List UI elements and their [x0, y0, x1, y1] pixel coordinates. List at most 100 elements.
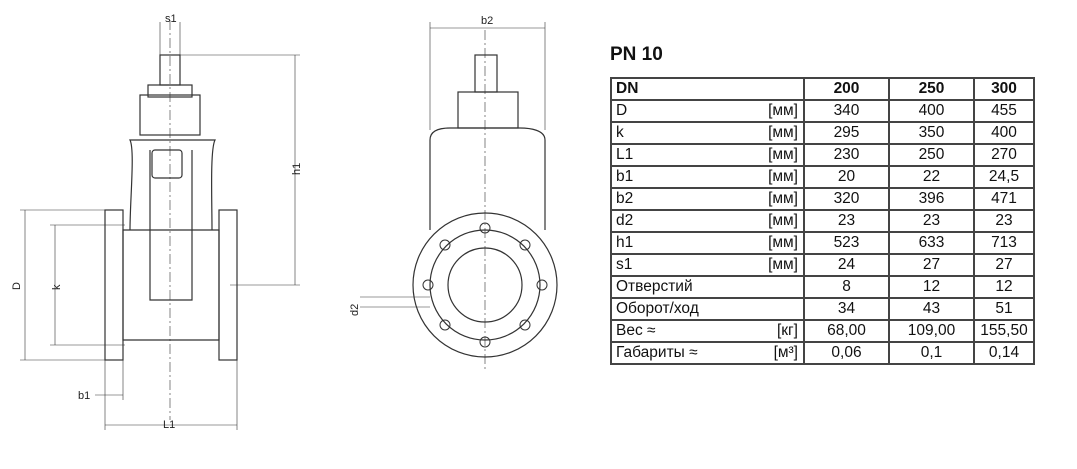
- label-d2: d2: [349, 304, 361, 316]
- label-k: k: [51, 284, 63, 290]
- value-cell: 396: [888, 187, 975, 211]
- row-label-cell: L1 [мм]: [610, 143, 805, 167]
- value-cell: 27: [973, 253, 1035, 277]
- row-label: Вес ≈: [616, 322, 656, 339]
- row-label-cell: Габариты ≈ [м³]: [610, 341, 805, 365]
- row-label-cell: d2 [мм]: [610, 209, 805, 233]
- header-dn-200: 200: [803, 77, 890, 101]
- row-label: L1: [616, 146, 634, 163]
- row-unit: [мм]: [768, 124, 798, 141]
- value-cell: 295: [803, 121, 890, 145]
- row-unit: [мм]: [768, 168, 798, 185]
- value-cell: 0,14: [973, 341, 1035, 365]
- header-dn-300: 300: [973, 77, 1035, 101]
- value-cell: 68,00: [803, 319, 890, 343]
- row-label: k: [616, 124, 624, 141]
- table-header-row: DN 200 250 300: [610, 77, 1035, 101]
- value-cell: 471: [973, 187, 1035, 211]
- row-unit: [м³]: [773, 344, 798, 361]
- row-label-cell: Отверстий: [610, 275, 805, 299]
- value-cell: 270: [973, 143, 1035, 167]
- table-title: PN 10: [610, 44, 663, 65]
- row-label-cell: Оборот/ход: [610, 297, 805, 321]
- row-label-cell: Вес ≈ [кг]: [610, 319, 805, 343]
- row-label: b1: [616, 168, 634, 185]
- valve-drawings: s1 h1 D k b1 L1 b2 d2: [11, 13, 558, 431]
- value-cell: 340: [803, 99, 890, 123]
- value-cell: 155,50: [973, 319, 1035, 343]
- row-label-cell: s1 [мм]: [610, 253, 805, 277]
- row-label: b2: [616, 190, 634, 207]
- value-cell: 0,06: [803, 341, 890, 365]
- row-label: Оборот/ход: [616, 300, 699, 317]
- front-view-drawing: [360, 22, 558, 370]
- row-unit: [мм]: [768, 190, 798, 207]
- row-unit: [мм]: [768, 234, 798, 251]
- value-cell: 43: [888, 297, 975, 321]
- value-cell: 400: [973, 121, 1035, 145]
- value-cell: 20: [803, 165, 890, 189]
- value-cell: 23: [888, 209, 975, 233]
- value-cell: 22: [888, 165, 975, 189]
- side-view-drawing: [20, 20, 300, 430]
- value-cell: 51: [973, 297, 1035, 321]
- label-L1: L1: [163, 419, 175, 431]
- value-cell: 23: [803, 209, 890, 233]
- row-label: D: [616, 102, 628, 119]
- row-label: h1: [616, 234, 634, 251]
- value-cell: 27: [888, 253, 975, 277]
- row-label-cell: D [мм]: [610, 99, 805, 123]
- row-label: d2: [616, 212, 634, 229]
- label-b2: b2: [481, 15, 493, 27]
- row-label: Отверстий: [616, 278, 693, 295]
- row-label-cell: k [мм]: [610, 121, 805, 145]
- header-dn-250: 250: [888, 77, 975, 101]
- label-s1: s1: [165, 13, 177, 25]
- header-label: DN: [610, 77, 805, 101]
- row-label-cell: h1 [мм]: [610, 231, 805, 255]
- row-unit: [мм]: [768, 146, 798, 163]
- label-h1: h1: [291, 163, 303, 175]
- value-cell: 109,00: [888, 319, 975, 343]
- value-cell: 24,5: [973, 165, 1035, 189]
- value-cell: 350: [888, 121, 975, 145]
- label-b1: b1: [78, 390, 90, 402]
- value-cell: 633: [888, 231, 975, 255]
- value-cell: 713: [973, 231, 1035, 255]
- value-cell: 455: [973, 99, 1035, 123]
- row-unit: [мм]: [768, 102, 798, 119]
- value-cell: 24: [803, 253, 890, 277]
- value-cell: 523: [803, 231, 890, 255]
- value-cell: 0,1: [888, 341, 975, 365]
- row-label-cell: b2 [мм]: [610, 187, 805, 211]
- value-cell: 230: [803, 143, 890, 167]
- row-label: s1: [616, 256, 633, 273]
- row-unit: [кг]: [776, 322, 798, 339]
- value-cell: 23: [973, 209, 1035, 233]
- row-label-cell: b1 [мм]: [610, 165, 805, 189]
- value-cell: 400: [888, 99, 975, 123]
- value-cell: 320: [803, 187, 890, 211]
- row-label: Габариты ≈: [616, 344, 698, 361]
- value-cell: 12: [888, 275, 975, 299]
- value-cell: 250: [888, 143, 975, 167]
- value-cell: 12: [973, 275, 1035, 299]
- value-cell: 8: [803, 275, 890, 299]
- row-unit: [мм]: [768, 256, 798, 273]
- row-unit: [мм]: [768, 212, 798, 229]
- value-cell: 34: [803, 297, 890, 321]
- label-D: D: [11, 282, 23, 290]
